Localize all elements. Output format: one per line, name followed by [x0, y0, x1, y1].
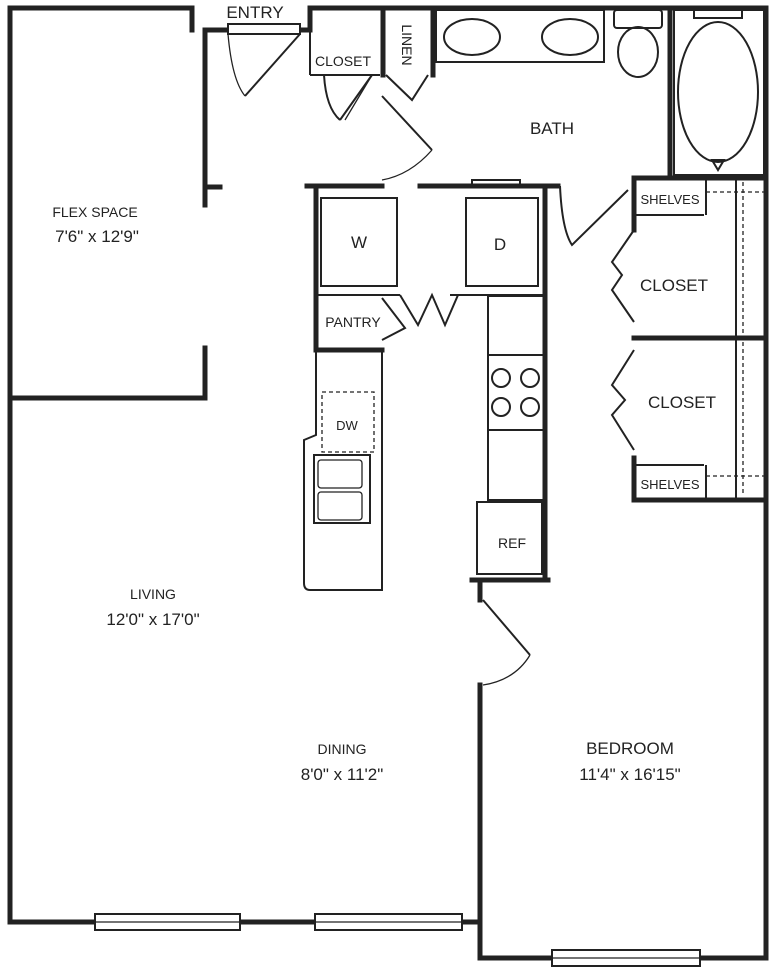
bedroom-name: BEDROOM — [586, 739, 674, 758]
dryer-label: D — [494, 235, 506, 254]
fixtures — [303, 9, 765, 591]
pantry-label: PANTRY — [325, 314, 381, 330]
dishwasher-label: DW — [336, 418, 358, 433]
dining-name: DINING — [318, 741, 367, 757]
bedroom-size: 11'4" x 16'15" — [579, 765, 680, 784]
doors — [227, 23, 635, 686]
windows — [94, 913, 701, 967]
room-labels: ENTRY FLEX SPACE 7'6" x 12'9" CLOSET LIN… — [52, 3, 716, 784]
closet-upper-label: CLOSET — [640, 276, 708, 295]
dining-size: 8'0" x 11'2" — [301, 765, 384, 784]
living-name: LIVING — [130, 586, 176, 602]
shelves-bottom-label: SHELVES — [640, 477, 699, 492]
closet-lower-label: CLOSET — [648, 393, 716, 412]
entry-label: ENTRY — [226, 3, 283, 22]
refrigerator-label: REF — [498, 535, 526, 551]
interior-walls — [7, 5, 769, 925]
living-size: 12'0" x 17'0" — [106, 610, 199, 629]
entry-closet-label: CLOSET — [315, 53, 371, 69]
shelves-top-label: SHELVES — [640, 192, 699, 207]
flex-space-name: FLEX SPACE — [52, 204, 137, 220]
flex-space-size: 7'6" x 12'9" — [55, 227, 139, 246]
linen-label: LINEN — [399, 24, 415, 65]
washer-label: W — [351, 233, 367, 252]
bath-label: BATH — [530, 119, 574, 138]
